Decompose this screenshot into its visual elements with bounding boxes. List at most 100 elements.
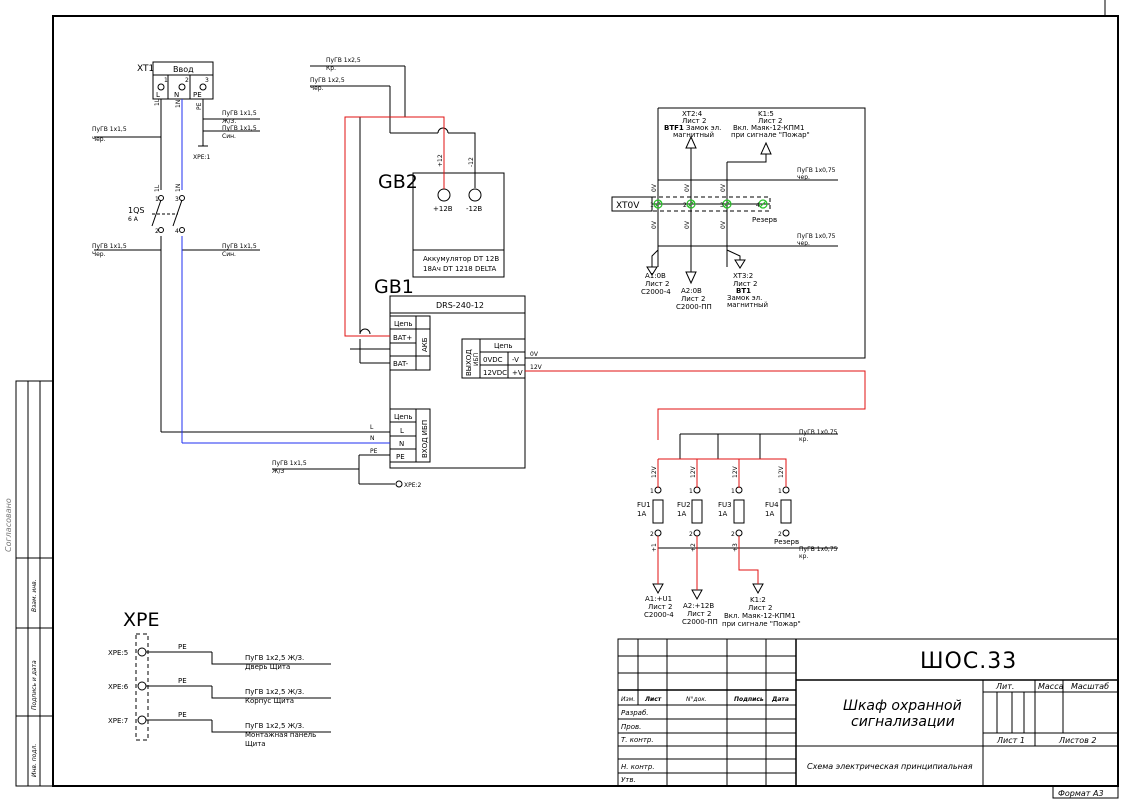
stamp-podp: Подпись xyxy=(734,696,764,703)
cable-3: ПуГВ 1х1,5 xyxy=(222,125,257,132)
fu3-p2: 2 xyxy=(731,531,735,538)
fu4-12v: 12V xyxy=(778,465,785,478)
fuse-b2-a: A2:+12В xyxy=(683,602,714,610)
fuse-cable-2-color: кр. xyxy=(799,553,808,560)
cable-4: ПуГВ 1х1,5 xyxy=(92,243,127,250)
xt1-pin-l: L xyxy=(156,91,160,99)
wire-pe: PE xyxy=(196,102,203,110)
cable-4-color: Чер. xyxy=(92,251,106,258)
xt0v-b2-c: С2000-ПП xyxy=(676,303,712,311)
xt0v-top2-d: при сигнале "Пожар" xyxy=(731,131,810,139)
xt0v-b3-a: XT3:2 xyxy=(733,272,753,280)
xt0v-top2-c: Вкл. Маяк-12-КПМ1 xyxy=(733,124,804,132)
xt0v-top2-b: Лист 2 xyxy=(758,117,782,125)
xt0v-b2-a: A2:0В xyxy=(681,287,702,295)
cable-3-color: Син. xyxy=(222,133,236,140)
xt0v-reserve: Резерв xyxy=(752,216,777,224)
cable-top-1-color: Кр. xyxy=(326,65,336,72)
xt0v-b2-b: Лист 2 xyxy=(681,295,705,303)
xt0v-w2-top: 0V xyxy=(684,183,691,192)
qs-p4: 4 xyxy=(175,228,179,235)
qs-p2: 2 xyxy=(155,228,159,235)
fu4-name: FU4 xyxy=(765,501,779,509)
xpe-6-cable: ПуГВ 1х2,5 Ж/З. xyxy=(245,688,304,696)
xpe-6-desc: Корпус Щита xyxy=(245,697,294,705)
stamp-izm: Изм. xyxy=(621,696,635,703)
xt0v-cable-2: ПуГВ 1х0,75 xyxy=(797,233,836,240)
xt0v-top1-b: Лист 2 xyxy=(682,117,706,125)
xt0v-top1-e: магнитный xyxy=(673,131,714,139)
gb1-12vdc: 12VDC xyxy=(483,369,507,377)
gb1-in-label: ВХОД ИБП xyxy=(421,420,429,458)
qs-wire-1l: 1L xyxy=(154,184,161,192)
gb1-bat-plus: BAT+ xyxy=(393,334,412,342)
xpe-5-pe: PE xyxy=(178,643,187,651)
xpe-5: XPE:5 xyxy=(108,649,128,657)
xt0v-pin-4: 4 xyxy=(756,202,760,209)
gb1-akb: АКБ xyxy=(421,337,429,352)
stamp-prov: Пров. xyxy=(621,723,641,731)
xt0v-pin-3: 3 xyxy=(720,202,724,209)
qs-p1: 1 xyxy=(155,196,159,203)
xt1-pin-1: 1 xyxy=(164,77,168,84)
xt0v-top1-c: BTF1 xyxy=(664,124,684,132)
xpe-7: XPE:7 xyxy=(108,717,128,725)
wire-l: L xyxy=(370,424,374,431)
stamp-data: Дата xyxy=(771,696,789,703)
side-vzam: Взам. инв. xyxy=(31,579,38,612)
fuse-b1-c: С2000-4 xyxy=(644,611,674,619)
xpe-7-desc-2: Щита xyxy=(245,740,266,748)
gb1-in-l: L xyxy=(400,427,404,435)
xt0v-w3-bot: 0V xyxy=(720,220,727,229)
fuse-b2-c: С2000-ПП xyxy=(682,618,718,626)
fuse-b1-b: Лист 2 xyxy=(648,603,672,611)
xt0v-pin-2: 2 xyxy=(683,202,687,209)
qs-rating: 6 А xyxy=(128,216,139,223)
gb1-chain-akb: Цепь xyxy=(394,320,412,328)
gb2-desc-2: 18Ач DT 1218 DELTA xyxy=(423,265,496,273)
gb1-bat-minus: BAT- xyxy=(393,360,409,368)
gb2-label: GB2 xyxy=(378,171,418,193)
xt0v-label: XT0V xyxy=(616,201,640,211)
gb1-chain-out: Цепь xyxy=(494,342,512,350)
fu3-rating: 1А xyxy=(718,510,727,518)
stamp-tkontr: Т. контр. xyxy=(621,736,654,744)
wire-1l: 1L xyxy=(154,98,161,106)
fu1-rating: 1А xyxy=(637,510,646,518)
cable-top-2: ПуГВ 1х2,5 xyxy=(310,77,345,84)
fuse-cable-1-color: кр. xyxy=(799,436,808,443)
cable-2-color: Ж/З. xyxy=(222,118,236,125)
xt0v-top1-d: Замок эл. xyxy=(686,124,721,132)
gb2-minus: -12В xyxy=(466,205,482,213)
stamp-sheets: Листов 2 xyxy=(1058,736,1097,745)
gb2-desc-1: Аккумулятор DT 12В xyxy=(423,255,499,263)
gb1-0vdc: 0VDC xyxy=(483,356,503,364)
fu2-rating: 1А xyxy=(677,510,686,518)
stamp-scheme: Схема электрическая принципиальная xyxy=(807,762,973,771)
gb1-minus-v: -V xyxy=(512,356,519,364)
xt0v-top1-a: XT2:4 xyxy=(682,110,703,118)
fu4-rating: 1А xyxy=(765,510,774,518)
xt1-title: Ввод xyxy=(173,65,194,74)
fu3-12v: 12V xyxy=(732,465,739,478)
xpe-7-desc: Монтажная панель xyxy=(245,731,316,739)
stamp-format: Формат А3 xyxy=(1058,789,1104,798)
gb1-model: DRS-240-12 xyxy=(436,301,484,310)
wire-1n: 1N xyxy=(175,100,182,108)
fu3-name: FU3 xyxy=(718,501,732,509)
xpe-title: XPE xyxy=(123,609,159,631)
xt0v-pin-1: 1 xyxy=(650,202,654,209)
stamp-scale: Масштаб xyxy=(1071,682,1109,691)
fu1-12v: 12V xyxy=(651,465,658,478)
stamp-ndok: N°док. xyxy=(686,696,707,703)
fu4-reserve: Резерв xyxy=(774,538,799,546)
fu2-p1: 1 xyxy=(689,488,693,495)
xpe-5-cable: ПуГВ 1х2,5 Ж/З. xyxy=(245,654,304,662)
gb1-chain-in: Цепь xyxy=(394,413,412,421)
gb2-plus: +12В xyxy=(433,205,453,213)
side-podp: Подпись и дата xyxy=(31,660,38,710)
xpe-7-cable: ПуГВ 1х2,5 Ж/З. xyxy=(245,722,304,730)
qs-label: 1QS xyxy=(128,206,144,215)
stamp-sheet: Лист 1 xyxy=(996,736,1025,745)
